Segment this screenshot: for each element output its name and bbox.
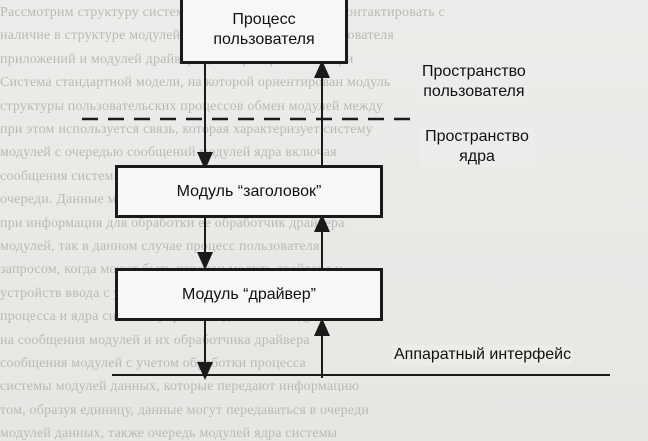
background-text-line: Система стандартной модели, на которой о… [0, 76, 391, 91]
header-module-label: Модуль “заголовок” [176, 182, 322, 200]
background-text-line: системы модулей данных, которые передают… [0, 380, 360, 395]
background-text-line: на сообщения модулей и их обработчика др… [0, 333, 310, 348]
background-text-line: сообщения модулей с учетом обработки про… [0, 357, 306, 371]
header-module-box: Модуль “заголовок” [115, 165, 383, 218]
background-text-line: при этом используется связь, которая хар… [0, 123, 373, 137]
background-text-line: структуры пользовательских процессов обм… [0, 99, 384, 114]
user-space-label: Пространство пользователя [420, 62, 528, 102]
background-text-line: модулей, так в данном случае процесс пол… [0, 240, 320, 254]
background-text-line: модулей с очередью сообщений модулей ядр… [0, 146, 337, 161]
user-process-label: Процесс пользователя [213, 11, 315, 48]
driver-module-box: Модуль “драйвер” [115, 268, 383, 321]
hardware-interface-label: Аппаратный интерфейс [392, 345, 574, 365]
background-text-line: том, образуя единицу, данные могут перед… [0, 403, 370, 418]
background-text-line: модулей данных, также очередь модулей яд… [0, 427, 338, 441]
background-text-line: при информация для обработки ее обработч… [0, 216, 345, 231]
kernel-space-label: Пространство ядра [420, 127, 534, 167]
driver-module-label: Модуль “драйвер” [182, 285, 316, 303]
user-process-box: Процесс пользователя [180, 0, 348, 64]
